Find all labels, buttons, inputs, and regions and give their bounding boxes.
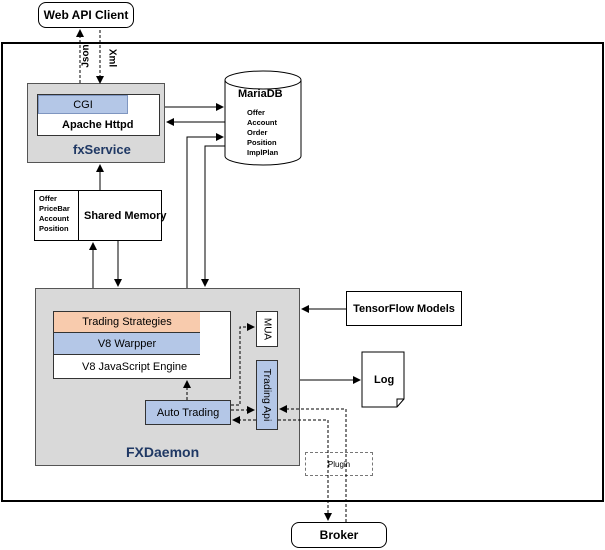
- web-api-client-label: Web API Client: [43, 8, 129, 22]
- cgi-label: CGI: [73, 98, 93, 111]
- tensorflow-box: TensorFlow Models: [346, 291, 462, 326]
- broker-to-api-arrow: [279, 405, 347, 522]
- v8-wrapper-box: V8 Warpper: [54, 333, 200, 355]
- db-table: Account: [247, 118, 277, 127]
- fxservice-title: fxService: [73, 142, 131, 157]
- tensorflow-label: TensorFlow Models: [353, 302, 455, 315]
- json-label: Json: [80, 44, 92, 68]
- cgi-box: CGI: [38, 95, 128, 114]
- shm-field: Position: [39, 224, 69, 233]
- plugin-box: Plugin: [305, 452, 373, 476]
- log-document: [361, 351, 405, 408]
- system-boundary: [1, 42, 604, 502]
- xml-label: Xml: [106, 48, 118, 68]
- mua-box: [256, 311, 278, 347]
- log-label: Log: [374, 374, 395, 386]
- shm-field: Account: [39, 214, 69, 223]
- trading-api-box: [256, 360, 278, 430]
- shared-memory-box: [34, 190, 162, 241]
- db-to-daemon-arrow: [201, 145, 225, 287]
- broker-box: Broker: [291, 522, 387, 548]
- auto-trading-label: Auto Trading: [156, 406, 220, 419]
- apache-label: Apache Httpd: [62, 119, 134, 131]
- fxdaemon-title: FXDaemon: [126, 444, 200, 460]
- broker-label: Broker: [319, 528, 359, 542]
- autotrading-to-mua-arrow: [231, 323, 255, 406]
- db-table: Position: [247, 138, 277, 147]
- db-table: Order: [247, 128, 268, 137]
- trading-strategies-box: Trading Strategies: [54, 312, 200, 333]
- daemon-to-db-arrow: [186, 133, 224, 288]
- shared-memory-title: Shared Memory: [84, 210, 167, 222]
- mariadb-title: MariaDB: [238, 88, 283, 100]
- db-table: ImplPlan: [247, 148, 279, 157]
- v8-wrapper-label: V8 Warpper: [97, 337, 157, 350]
- mariadb-tables: Offer Account Order Position ImplPlan: [247, 108, 278, 158]
- shm-field: Offer: [39, 194, 57, 203]
- v8-engine-label: V8 JavaScript Engine: [82, 361, 188, 373]
- web-api-client-box: Web API Client: [38, 2, 134, 28]
- shared-memory-divider: [78, 190, 79, 241]
- shm-field: PriceBar: [39, 204, 70, 213]
- shared-memory-fields: Offer PriceBar Account Position: [39, 194, 70, 234]
- plugin-label: Plugin: [327, 459, 351, 469]
- trading-strategies-label: Trading Strategies: [82, 316, 172, 328]
- db-table: Offer: [247, 108, 265, 117]
- api-to-broker-arrow: [278, 419, 332, 521]
- auto-trading-box: Auto Trading: [145, 400, 231, 425]
- mariadb-cylinder: [224, 70, 302, 166]
